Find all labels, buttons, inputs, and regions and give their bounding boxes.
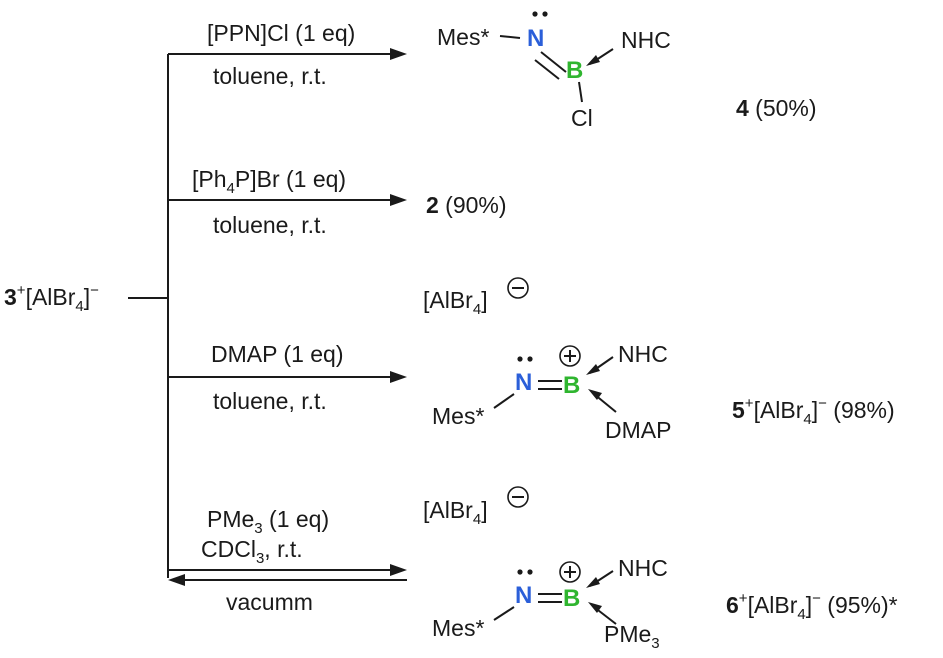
conditions-4: CDCl3, r.t. [201,536,303,567]
product-4-structure: Mes* N B NHC Cl [437,11,671,131]
arrowhead-1 [390,48,407,60]
start-anion-charge: − [90,282,99,299]
conditions-2: toluene, r.t. [213,212,327,238]
coordination-arrowhead [586,364,600,375]
nhc-ligand: NHC [618,341,668,367]
reverse-arrowhead-4 [168,574,185,586]
reagent-3: DMAP (1 eq) [211,341,344,367]
reagent-2: [Ph4P]Br (1 eq) [192,166,346,197]
arrowhead-2 [390,194,407,206]
boron-atom: B [563,585,580,612]
forward-arrowhead-4 [390,564,407,576]
cation-charge-circle [559,561,581,583]
product-label-6: 6+[AlBr4]− (95%)* [726,590,898,623]
conditions-1: toluene, r.t. [213,63,327,89]
lone-pair-dot [532,11,538,17]
conditions-3: toluene, r.t. [213,388,327,414]
cation-charge-circle [559,345,581,367]
mes-star-group: Mes* [432,615,484,641]
arrowhead-3 [390,371,407,383]
product-5-structure: N B NHC DMAP Mes* [432,341,671,443]
reaction-2: [Ph4P]Br (1 eq) toluene, r.t. 2 (90%) [168,166,507,238]
mes-star-group: Mes* [437,24,489,50]
counter-anion-4: [AlBr4] [423,497,488,528]
nhc-ligand: NHC [618,555,668,581]
mes-star-group: Mes* [432,403,484,429]
reaction-3: DMAP (1 eq) toluene, r.t. [AlBr4] N B NH… [168,277,895,443]
lone-pair-dot [517,356,523,362]
start-anion-sub: 4 [75,298,83,315]
nitrogen-atom: N [515,369,532,396]
anion-charge-circle [507,486,529,508]
reaction-4: PMe3 (1 eq) CDCl3, r.t. vacumm [AlBr4] N… [168,486,898,652]
start-number: 3 [4,284,17,310]
counter-anion-3: [AlBr4] [423,287,488,318]
dmap-ligand: DMAP [605,417,671,443]
coordination-arrowhead [588,602,602,613]
boron-atom: B [563,372,580,399]
nhc-ligand: NHC [621,27,671,53]
coordination-arrowhead [588,389,602,400]
coordination-arrowhead [586,577,600,588]
lone-pair-dot [527,569,533,575]
lone-pair-dot [517,569,523,575]
reagent-4: PMe3 (1 eq) [207,506,329,537]
product-label-4: 4 (50%) [736,95,817,121]
lone-pair-dot [527,356,533,362]
product-label-5: 5+[AlBr4]− (98%) [732,395,895,428]
product-6-structure: N B NHC PMe3 Mes* [432,555,668,652]
reaction-1: [PPN]Cl (1 eq) toluene, r.t. Mes* N B NH… [168,11,817,131]
pme3-ligand: PMe3 [604,621,660,652]
anion-charge-circle [507,277,529,299]
coordination-arrowhead [586,55,600,66]
starting-material: 3+[AlBr4]− [4,282,99,315]
boron-atom: B [566,57,583,84]
product-label-2: 2 (90%) [426,192,507,218]
reverse-conditions-4: vacumm [226,589,313,615]
chloride-substituent: Cl [571,105,593,131]
lone-pair-dot [542,11,548,17]
nitrogen-atom: N [527,25,544,52]
nitrogen-atom: N [515,582,532,609]
reagent-1: [PPN]Cl (1 eq) [207,20,355,46]
svg-text:3+[AlBr4]−: 3+[AlBr4]− [4,282,99,315]
start-charge-sup: + [17,282,26,299]
start-anion: [AlBr [26,284,76,310]
